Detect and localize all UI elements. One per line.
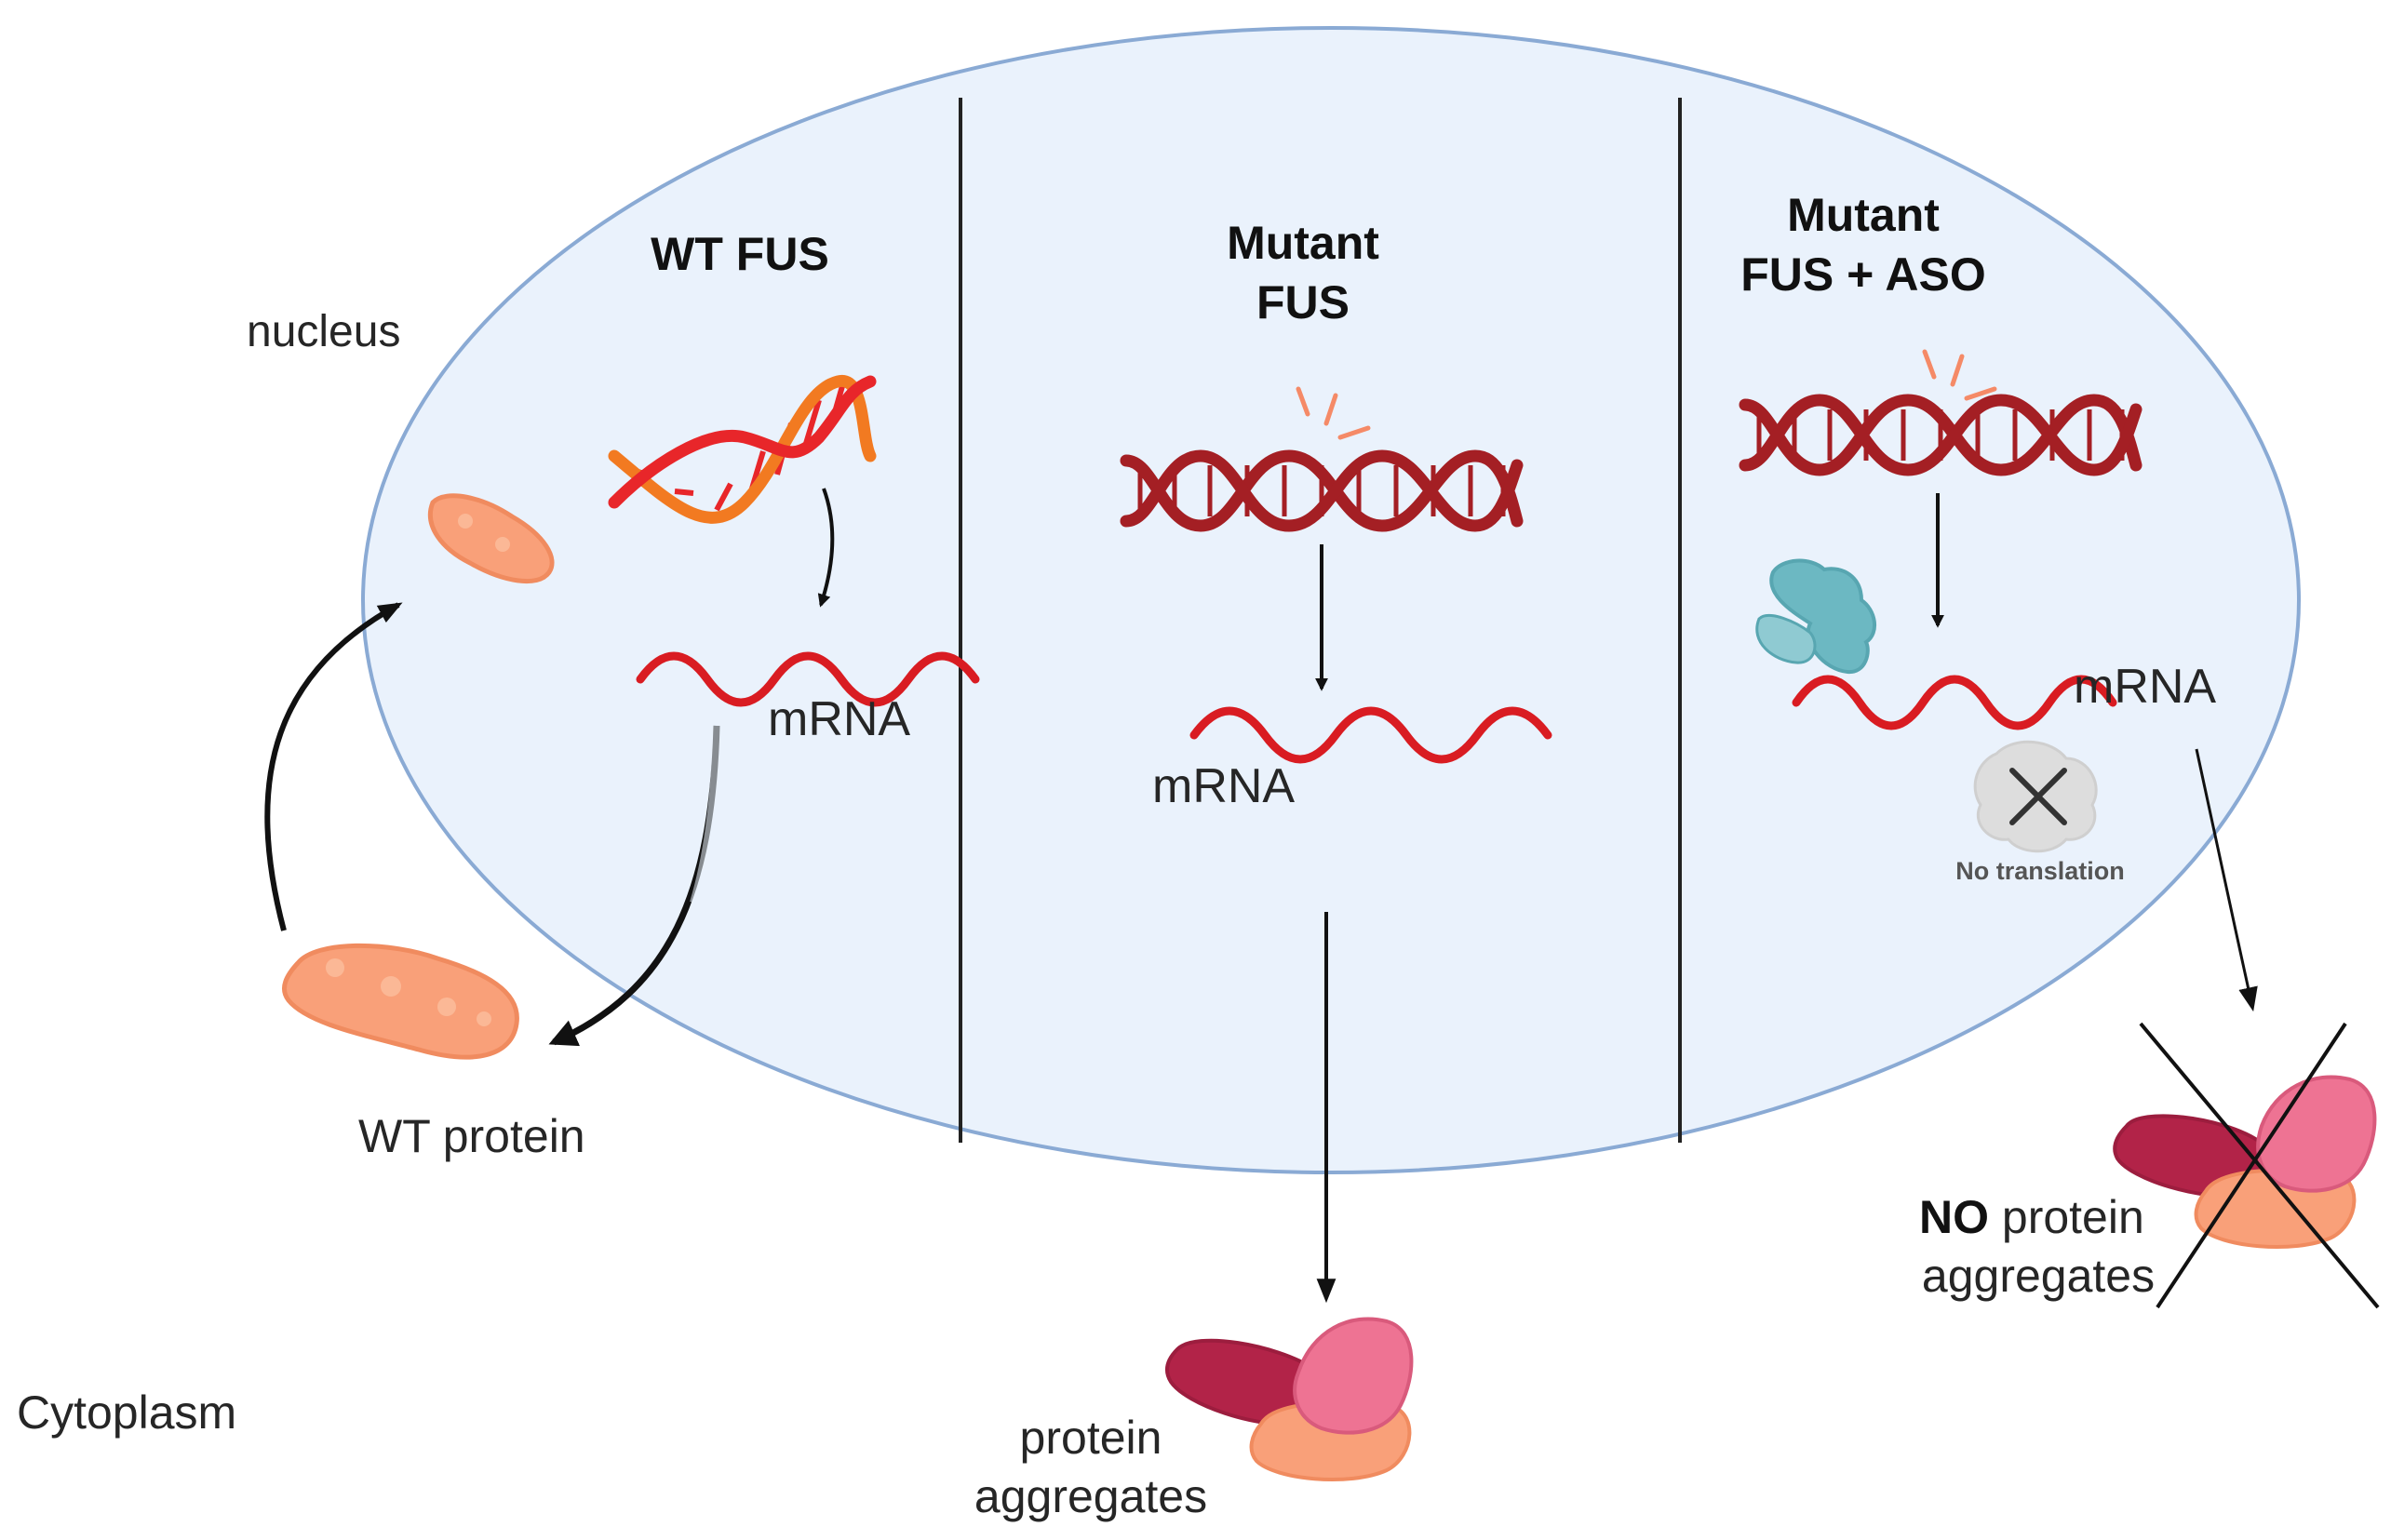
panel-title-aso-line1: Mutant [1787,189,1940,241]
aso-icon [1755,558,1876,675]
cytoplasm-label: Cytoplasm [17,1386,236,1439]
protein-icon [427,493,555,584]
panel-title-aso-line2: FUS + ASO [1740,248,1985,301]
mrna-label-aso: mRNA [2074,660,2216,714]
panel-title-mutant-fus-line2: FUS [1256,276,1350,328]
wt-protein-label: WT protein [358,1110,585,1162]
mutation-spark-icon [1296,386,1371,440]
mutant-dna-icon [1739,394,2142,476]
no-aggregates-label-line2: aggregates [1922,1250,2155,1302]
mrna-label-mutant: mRNA [1152,759,1295,813]
mrna-label-wt: mRNA [768,692,910,746]
aggregates-label-line2: aggregates [974,1470,1207,1522]
dna-icon [608,375,877,524]
mutation-spark-icon [1922,349,1997,401]
mrna-icon [636,651,980,707]
no-translation-icon [1973,740,2098,853]
mrna-icon [1792,675,2117,730]
aggregates-label-line1: protein [1020,1412,1162,1464]
translation-arrow-aso [2195,748,2258,1012]
nucleus-label: nucleus [247,307,400,356]
no-aggregates-label-line1: NO protein [1919,1191,2144,1243]
aggregate-icon [1165,1317,1414,1482]
no-translation-label: No translation [1955,857,2125,885]
protein-icon [282,943,519,1060]
nuclear-import-arrow [264,602,403,931]
transcription-arrow-wt [817,488,835,608]
panel-title-wt-fus: WT FUS [651,228,829,280]
mrna-icon [1189,706,1552,764]
aggregate-icon [2113,1075,2377,1250]
cross-out-icon [2139,1022,2380,1309]
mutant-dna-icon [1120,449,1524,532]
nucleus-ellipse [361,26,2301,1174]
panel-title-mutant-fus-line1: Mutant [1227,217,1379,269]
